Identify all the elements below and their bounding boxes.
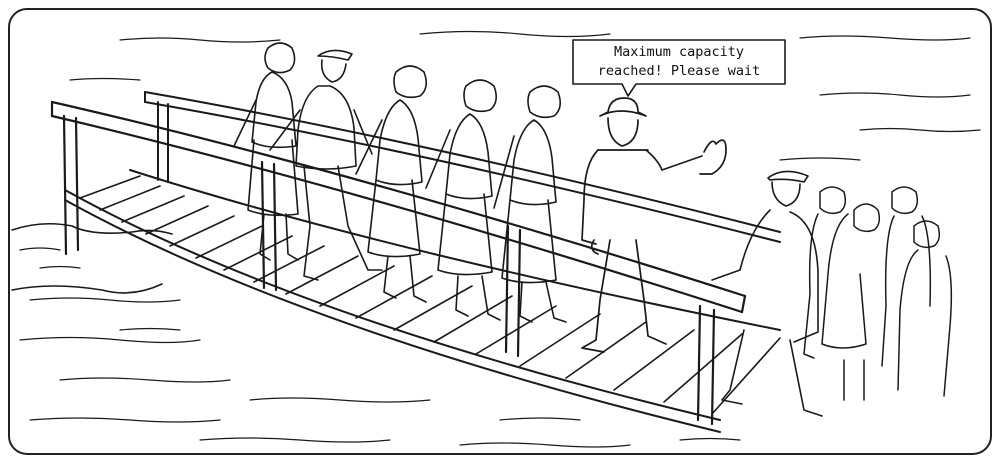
person-woman-3 bbox=[425, 79, 501, 321]
waiting-man-cap bbox=[711, 170, 823, 417]
water-lines bbox=[19, 30, 981, 448]
speech-bubble-line-2: reached! Please wait bbox=[597, 63, 761, 79]
person-man-cap bbox=[269, 49, 383, 281]
waiting-crowd bbox=[803, 186, 953, 401]
person-woman-1 bbox=[233, 42, 299, 261]
speech-bubble-line-1: Maximum capacity bbox=[613, 44, 745, 60]
speech-bubble bbox=[572, 39, 786, 97]
person-woman-2 bbox=[355, 65, 428, 303]
speech-bubble-text: Maximum capacity reached! Please wait bbox=[573, 40, 785, 84]
person-woman-4 bbox=[493, 85, 567, 323]
bridge-deck bbox=[64, 169, 781, 433]
bridge-planks bbox=[79, 175, 781, 415]
guard-man-hat bbox=[581, 97, 727, 353]
